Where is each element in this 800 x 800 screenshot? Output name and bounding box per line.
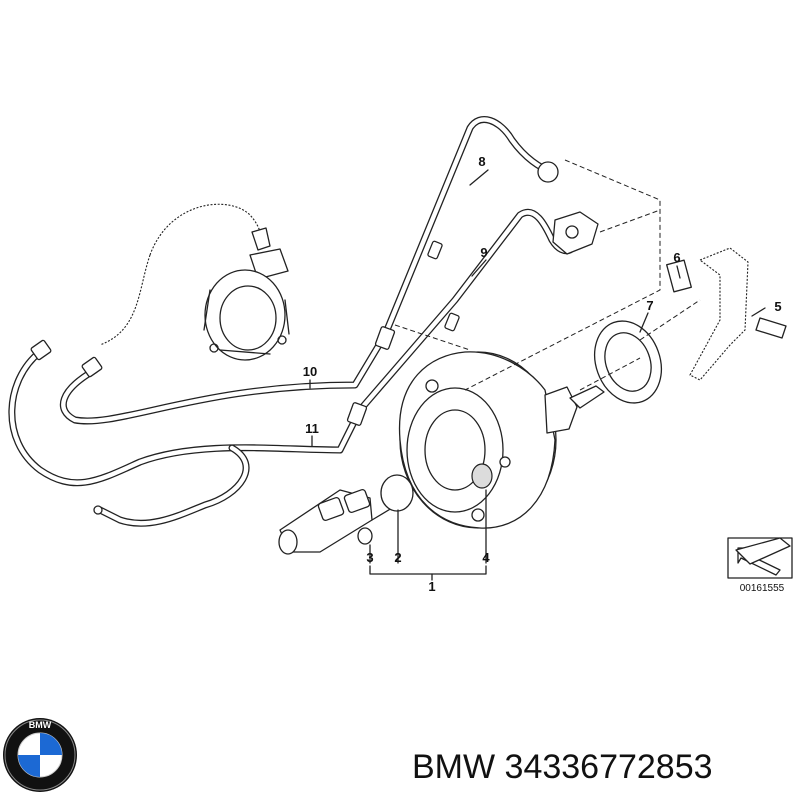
- callout-lines: [309, 169, 766, 581]
- gasket-7: [594, 320, 662, 404]
- callout-11: 11: [305, 421, 319, 436]
- callout-5: 5: [774, 299, 781, 314]
- callout-10: 10: [303, 364, 317, 379]
- leader-lines: [394, 159, 701, 391]
- diagram-code: 00161555: [740, 583, 785, 594]
- brake-pipe-branch: [96, 444, 250, 527]
- callout-labels: 1 2 3 4 5 6 7 8 9 10 11: [303, 154, 782, 594]
- callout-3: 3: [366, 550, 373, 565]
- callout-1: 1: [428, 579, 435, 594]
- callout-4: 4: [482, 550, 490, 565]
- callout-9: 9: [480, 245, 487, 260]
- direction-arrow-icon: [727, 537, 793, 579]
- vacuum-pump: [99, 203, 290, 361]
- brake-booster: [398, 351, 605, 529]
- part-number-caption: BMW 34336772853: [412, 748, 713, 786]
- brake-pipe-10: [59, 116, 556, 425]
- brake-pipe-11: [8, 209, 574, 487]
- pedal-bracket: [666, 247, 787, 381]
- callout-8: 8: [478, 154, 485, 169]
- bmw-logo-letters: BMW: [29, 720, 52, 730]
- callout-6: 6: [673, 250, 680, 265]
- pipe-fittings: [30, 161, 599, 515]
- callout-2: 2: [394, 550, 401, 565]
- bmw-logo-icon: BMW: [3, 718, 77, 792]
- callout-7: 7: [646, 298, 653, 313]
- master-cylinder: [278, 474, 414, 555]
